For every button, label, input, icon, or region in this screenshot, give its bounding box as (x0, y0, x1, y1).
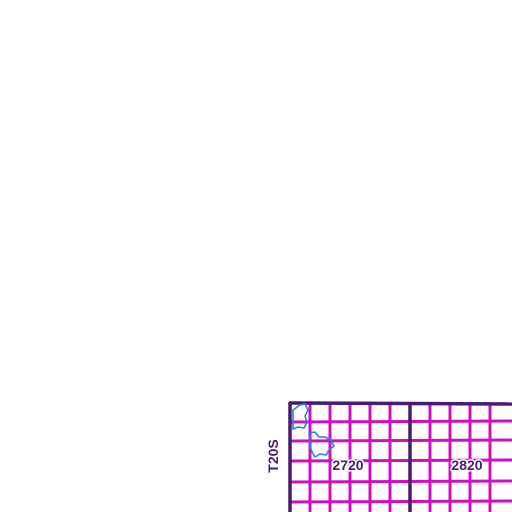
grid-line (289, 479, 512, 484)
block-label-2720: 2720 (332, 457, 363, 473)
township-label: T20S (265, 439, 281, 472)
grid-line (289, 419, 512, 424)
grid-line (289, 438, 512, 443)
water-feature (308, 431, 335, 458)
water-features (292, 403, 335, 458)
township-boundaries (288, 401, 512, 512)
block-label-2820: 2820 (451, 457, 482, 473)
section-grid (289, 403, 512, 512)
grid-line (289, 458, 512, 463)
water-feature (292, 403, 309, 430)
township-boundary-top (288, 401, 512, 406)
grid-line (289, 499, 512, 504)
